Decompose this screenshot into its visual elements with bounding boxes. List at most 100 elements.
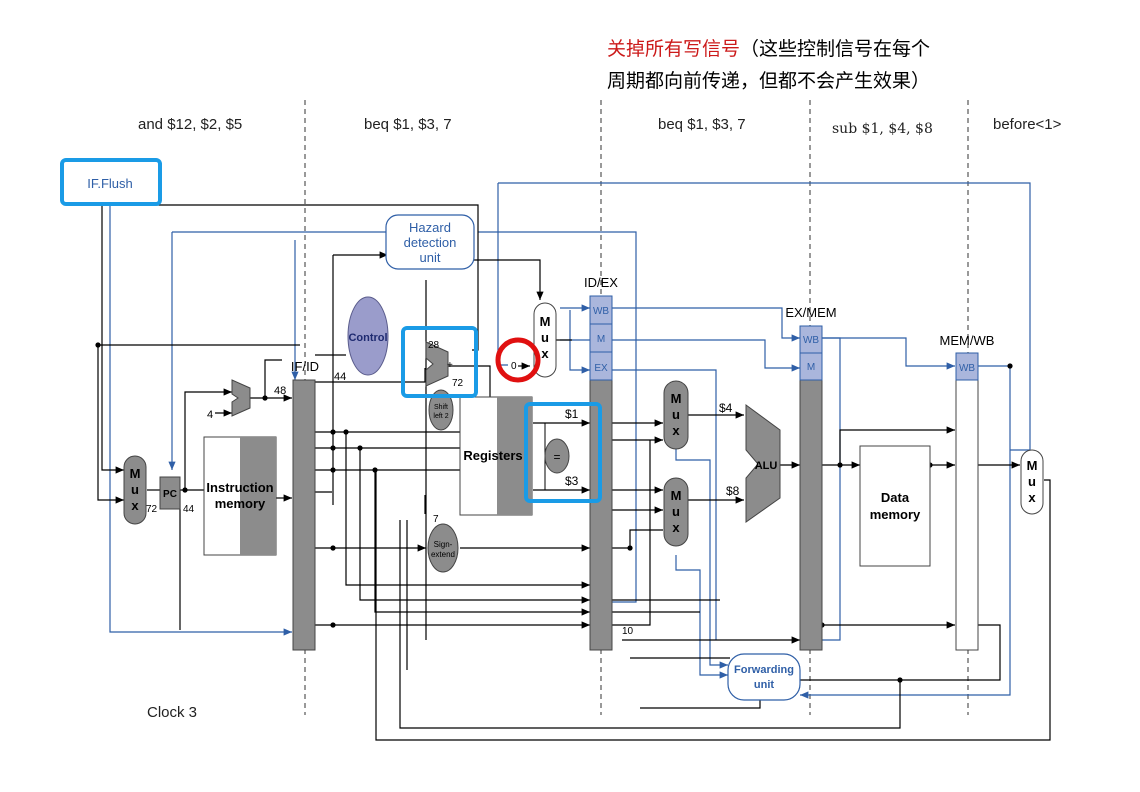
svg-text:extend: extend [431, 550, 455, 559]
pc-adder [231, 379, 251, 417]
value-d4: $4 [719, 401, 733, 415]
stage-label-wb: before<1> [993, 116, 1062, 133]
svg-text:MEM/WB: MEM/WB [940, 333, 995, 348]
value-72-adder: 72 [452, 378, 464, 389]
svg-text:u: u [541, 330, 549, 345]
data-wires [97, 204, 1051, 741]
hazard-detection-unit: Hazard detection unit [385, 214, 475, 270]
svg-text:PC: PC [163, 489, 177, 500]
highlights [401, 326, 602, 503]
data-memory: Data memory [859, 445, 931, 567]
ifid-register: IF/ID [291, 359, 319, 651]
exmem-register: WB M EX/MEM [785, 305, 837, 651]
svg-text:u: u [131, 482, 139, 497]
annotation-note: 关掉所有写信号（这些控制信号在每个 周期都向前传递，但都不会产生效果） [607, 33, 1027, 97]
annotation-rest: （这些控制信号在每个 [740, 38, 931, 60]
value-r3: $3 [565, 474, 579, 488]
pc-mux: M u x [123, 455, 147, 525]
svg-text:Hazard: Hazard [409, 220, 451, 235]
svg-text:WB: WB [803, 335, 819, 346]
sign-extend: Sign- extend [427, 523, 459, 573]
svg-text:M: M [540, 314, 551, 329]
svg-text:WB: WB [593, 306, 609, 317]
svg-text:Data: Data [881, 490, 910, 505]
branch-adder: + [425, 341, 453, 387]
if-flush-box: IF.Flush [60, 158, 162, 206]
control-wires [109, 182, 1031, 700]
svg-text:memory: memory [215, 496, 266, 511]
equality-comparator: = [544, 423, 570, 490]
stage-label-if: and $12, $2, $5 [138, 116, 243, 133]
svg-text:x: x [672, 520, 680, 535]
forwarding-unit: Forwarding unit [727, 653, 801, 701]
value-44-pc: 44 [183, 504, 195, 515]
svg-text:Forwarding: Forwarding [734, 664, 794, 676]
alu-mux-b: M u x [663, 477, 689, 547]
svg-text:WB: WB [959, 363, 975, 374]
memwb-register: WB MEM/WB [940, 333, 995, 651]
svg-text:unit: unit [420, 250, 441, 265]
svg-text:M: M [130, 466, 141, 481]
svg-text:u: u [672, 504, 680, 519]
writeback-mux: M u x [1020, 449, 1044, 515]
svg-text:Registers: Registers [463, 448, 522, 463]
instruction-memory: Instruction memory [203, 436, 277, 556]
highlight-comparator [524, 402, 602, 503]
svg-text:memory: memory [870, 507, 921, 522]
highlight-branch-adder [401, 326, 478, 398]
svg-text:M: M [671, 488, 682, 503]
value-4: 4 [207, 409, 213, 421]
svg-text:ALU: ALU [755, 460, 778, 472]
alu: ALU [745, 404, 781, 523]
svg-text:M: M [807, 362, 815, 373]
value-0: 0 [511, 361, 517, 372]
clock-label: Clock 3 [147, 704, 198, 721]
svg-text:EX: EX [594, 363, 608, 374]
program-counter: PC [159, 476, 181, 510]
alu-mux-a: M u x [663, 380, 689, 450]
idex-register: WB M EX ID/EX [584, 275, 618, 651]
svg-text:Control: Control [348, 332, 387, 344]
shift-left-2: Shift left 2 [428, 389, 454, 431]
value-48: 48 [274, 385, 286, 397]
svg-text:detection: detection [404, 235, 457, 250]
value-44-ifid: 44 [334, 371, 346, 383]
value-r1: $1 [565, 407, 579, 421]
svg-text:u: u [1028, 474, 1036, 489]
stage-label-id: beq $1, $3, 7 [364, 116, 452, 133]
svg-text:unit: unit [754, 679, 774, 691]
svg-text:Instruction: Instruction [206, 480, 273, 495]
svg-text:left 2: left 2 [433, 413, 448, 420]
annotation-highlight: 关掉所有写信号 [607, 38, 741, 60]
svg-text:x: x [1028, 490, 1036, 505]
if-flush-label: IF.Flush [87, 176, 133, 191]
stage-label-mem: sub $1, $4, $8 [832, 121, 933, 137]
value-d8: $8 [726, 484, 740, 498]
annotation-line2: 周期都向前传递，但都不会产生效果） [607, 70, 931, 92]
value-28: 28 [428, 340, 440, 351]
junction-dots [95, 342, 1013, 683]
svg-text:x: x [131, 498, 139, 513]
svg-text:Shift: Shift [434, 404, 448, 411]
svg-text:EX/MEM: EX/MEM [785, 305, 836, 320]
svg-text:=: = [553, 450, 560, 464]
value-7: 7 [433, 514, 439, 525]
control-unit: Control [347, 296, 389, 376]
svg-text:ID/EX: ID/EX [584, 275, 618, 290]
register-file: Registers [459, 396, 533, 516]
svg-text:x: x [541, 346, 549, 361]
value-10: 10 [622, 626, 634, 637]
svg-text:x: x [672, 423, 680, 438]
svg-text:M: M [597, 334, 605, 345]
svg-text:Sign-: Sign- [434, 540, 453, 549]
svg-text:IF/ID: IF/ID [291, 359, 319, 374]
svg-text:u: u [672, 407, 680, 422]
svg-text:M: M [671, 391, 682, 406]
value-72-pcmux: 72 [146, 504, 158, 515]
svg-text:M: M [1027, 458, 1038, 473]
highlight-zero-input [495, 337, 541, 383]
stage-label-ex: beq $1, $3, 7 [658, 116, 746, 133]
svg-text:+: + [447, 360, 453, 371]
